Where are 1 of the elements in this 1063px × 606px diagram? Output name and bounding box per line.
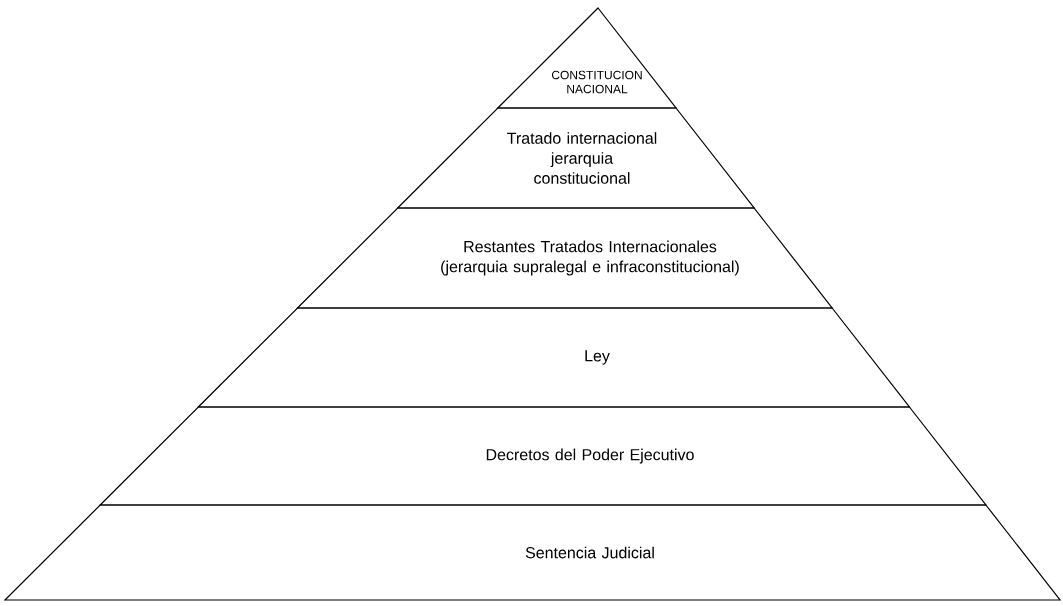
pyramid-level: Restantes Tratados Internacionales (jerarquia supralegal e infraconstitucional) bbox=[296, 207, 834, 309]
